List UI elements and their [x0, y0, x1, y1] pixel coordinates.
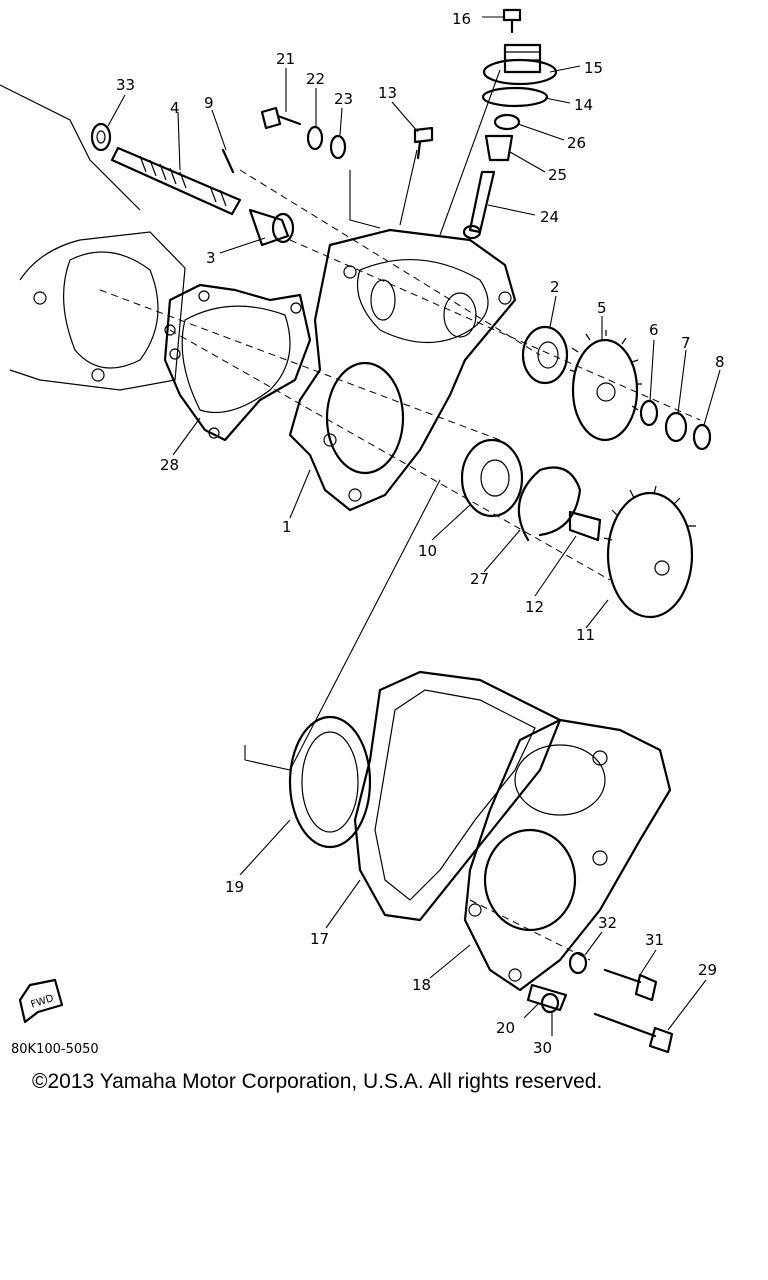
part-14-gasket [481, 86, 549, 108]
part-27-circlip [517, 466, 582, 542]
part-6-circlip [639, 399, 659, 427]
callout-20: 20 [496, 1019, 515, 1037]
diagram-code: 80K100-5050 [11, 1042, 99, 1057]
callout-30: 30 [533, 1039, 552, 1057]
callout-17: 17 [310, 930, 329, 948]
callout-23: 23 [334, 90, 353, 108]
callout-21: 21 [276, 50, 295, 68]
part-2-bearing [521, 325, 569, 385]
callout-26: 26 [567, 134, 586, 152]
part-13-screw [413, 126, 434, 160]
callout-4: 4 [170, 99, 180, 117]
callout-3: 3 [206, 249, 216, 267]
part-4-shaft [110, 146, 242, 216]
callout-15: 15 [584, 59, 603, 77]
part-30-washer [540, 992, 560, 1014]
callout-27: 27 [470, 570, 489, 588]
part-25-bushing [484, 134, 514, 162]
part-5-gear [569, 330, 642, 442]
part-11-gear [603, 485, 696, 619]
fwd-arrow-icon: FWD [18, 978, 64, 1024]
part-10-bearing [460, 438, 524, 518]
callout-11: 11 [576, 626, 595, 644]
callout-25: 25 [548, 166, 567, 184]
callout-24: 24 [540, 208, 559, 226]
part-23-washer [329, 134, 347, 160]
callout-numbers: 1 2 3 4 5 6 7 8 9 10 11 12 13 14 15 16 1… [116, 10, 725, 1057]
part-8-washer [692, 423, 712, 451]
part-24-gear-shaft [462, 170, 496, 240]
part-33-washer [90, 122, 112, 152]
callout-12: 12 [525, 598, 544, 616]
part-19-oil-seal [288, 715, 372, 849]
callout-31: 31 [645, 931, 664, 949]
callout-leaders [107, 16, 721, 1036]
callout-32: 32 [598, 914, 617, 932]
part-20-dowel [526, 983, 568, 1012]
part-28-gasket [163, 283, 312, 442]
part-1-cover [288, 228, 517, 512]
callout-14: 14 [574, 96, 593, 114]
callout-9: 9 [204, 94, 214, 112]
part-16-screw [502, 8, 522, 34]
callout-2: 2 [550, 278, 560, 296]
engine-case-outline [0, 84, 186, 391]
part-18-cover [463, 718, 672, 992]
part-9-pin [221, 148, 235, 174]
callout-22: 22 [306, 70, 325, 88]
part-26-seal [493, 113, 521, 131]
exploded-parts-diagram: FWD 1 2 [0, 8, 725, 1057]
part-15-housing [482, 43, 558, 86]
part-12-dowel [568, 510, 602, 542]
part-29-bolt [593, 1012, 674, 1054]
part-31-bolt [603, 968, 658, 1002]
callout-8: 8 [715, 353, 725, 371]
callout-16: 16 [452, 10, 471, 28]
part-22-washer [306, 125, 324, 151]
copyright-notice: ©2013 Yamaha Motor Corporation, U.S.A. A… [32, 1070, 603, 1093]
callout-10: 10 [418, 542, 437, 560]
part-21-bolt [260, 106, 302, 130]
callout-19: 19 [225, 878, 244, 896]
callout-29: 29 [698, 961, 717, 979]
assembly-lines [99, 69, 701, 961]
part-7-washer [664, 411, 688, 443]
callout-13: 13 [378, 84, 397, 102]
part-3-collar [248, 208, 295, 247]
callout-5: 5 [597, 299, 607, 317]
callout-28: 28 [160, 456, 179, 474]
part-17-gasket [353, 670, 562, 922]
part-32-washer [568, 951, 588, 975]
callout-7: 7 [681, 334, 691, 352]
callout-1: 1 [282, 518, 292, 536]
callout-18: 18 [412, 976, 431, 994]
callout-6: 6 [649, 321, 659, 339]
callout-33: 33 [116, 76, 135, 94]
